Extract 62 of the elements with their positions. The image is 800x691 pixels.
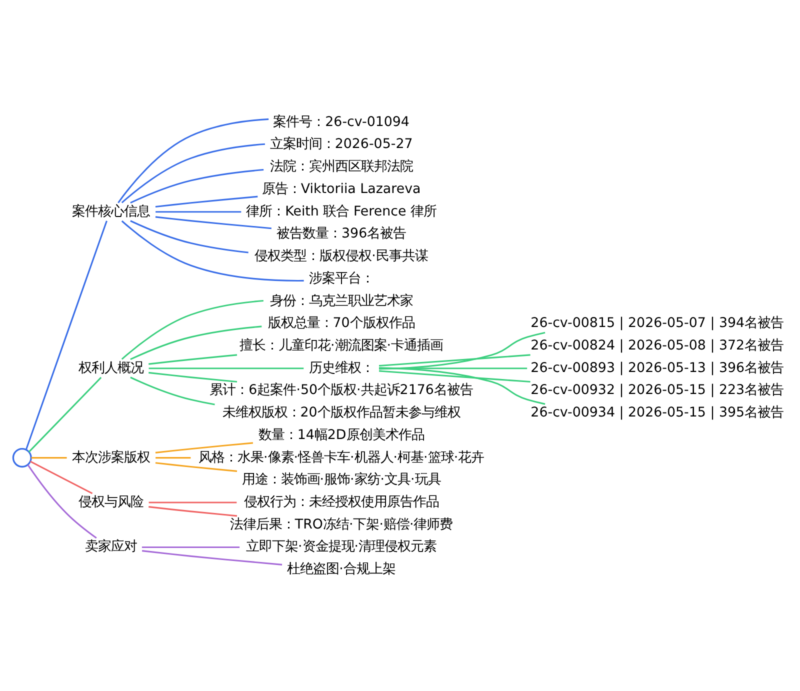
- node-text: 卖家应对: [85, 539, 138, 554]
- node-text: 历史维权：: [308, 360, 374, 376]
- connector: [148, 371, 238, 382]
- connector: [156, 456, 191, 458]
- node-text: 用途：装饰画·服饰·家纺·文具·玩具: [242, 472, 441, 488]
- node-text: 未维权版权：20个版权作品暂未参与维权: [222, 405, 460, 420]
- connector: [121, 142, 266, 203]
- connector: [28, 376, 102, 452]
- connector: [148, 501, 237, 503]
- connector: [130, 325, 262, 360]
- connector: [155, 442, 254, 453]
- node-text: 被告数量：396名被告: [276, 226, 406, 242]
- node-text: 案件号：26-cv-01094: [273, 114, 410, 130]
- connector: [378, 354, 530, 366]
- node-text: 侵权与风险: [78, 494, 144, 510]
- node-text: 26-cv-00932 | 2026-05-15 | 223名被告: [530, 382, 784, 398]
- connector: [378, 331, 546, 370]
- node-text: 立即下架·资金提现·清理侵权元素: [246, 539, 437, 554]
- connector: [27, 464, 97, 538]
- connector: [155, 195, 258, 208]
- node-text: 侵权类型：版权侵权·民事共谋: [254, 248, 428, 264]
- connector: [156, 210, 242, 212]
- connector: [130, 376, 215, 405]
- connector: [31, 456, 67, 458]
- node-text: 26-cv-00934 | 2026-05-15 | 395名被告: [530, 405, 784, 420]
- node-text: 26-cv-00824 | 2026-05-08 | 372名被告: [530, 338, 784, 353]
- node-text: 风格：水果·像素·怪兽卡车·机器人·柯基·篮球·花卉: [198, 450, 484, 465]
- node-text: 杜绝盗图·合规上架: [287, 562, 396, 577]
- connector: [142, 546, 240, 548]
- connector: [130, 168, 264, 204]
- connector: [148, 354, 238, 364]
- connector: [155, 216, 272, 229]
- node-text: 26-cv-00893 | 2026-05-13 | 396名被告: [530, 360, 784, 376]
- connector: [148, 367, 304, 369]
- connector: [155, 462, 238, 472]
- node-text: 律所：Keith 联合 Ference 律所: [246, 204, 437, 219]
- node-text: 身份：乌克兰职业艺术家: [270, 293, 413, 308]
- node-text: 累计：6起案件·50个版权·共起诉2176名被告: [210, 382, 473, 398]
- connector: [378, 366, 546, 404]
- node-text: 权利人概况: [78, 360, 144, 376]
- node-text: 版权总量：70个版权作品: [268, 316, 415, 331]
- node-text: 立案时间：2026-05-27: [270, 136, 413, 152]
- node-text: 法院：宾州西区联邦法院: [270, 159, 413, 174]
- node-text: 案件核心信息: [72, 204, 150, 219]
- node-text: 涉案平台：: [308, 270, 374, 286]
- node-text: 数量：14幅2D原创美术作品: [258, 427, 424, 442]
- connector: [130, 220, 248, 253]
- connector: [142, 550, 282, 565]
- connector: [378, 370, 530, 382]
- connector: [25, 220, 108, 450]
- node-text: 侵权行为：未经授权使用原告作品: [244, 494, 439, 510]
- connector: [30, 460, 93, 494]
- node-circle: [12, 448, 32, 468]
- connector: [121, 220, 304, 281]
- node-text: 26-cv-00815 | 2026-05-07 | 394名被告: [530, 316, 784, 331]
- connector: [148, 506, 238, 516]
- node-text: 擅长：儿童印花·潮流图案·卡通插画: [240, 338, 444, 353]
- connector: [121, 299, 264, 360]
- node-text: 法律后果：TRO冻结·下架·赔偿·律师费: [230, 516, 453, 532]
- node-text: 原告：Viktoriia Lazareva: [262, 181, 421, 196]
- node-text: 本次涉案版权: [72, 450, 150, 465]
- connector: [118, 118, 269, 203]
